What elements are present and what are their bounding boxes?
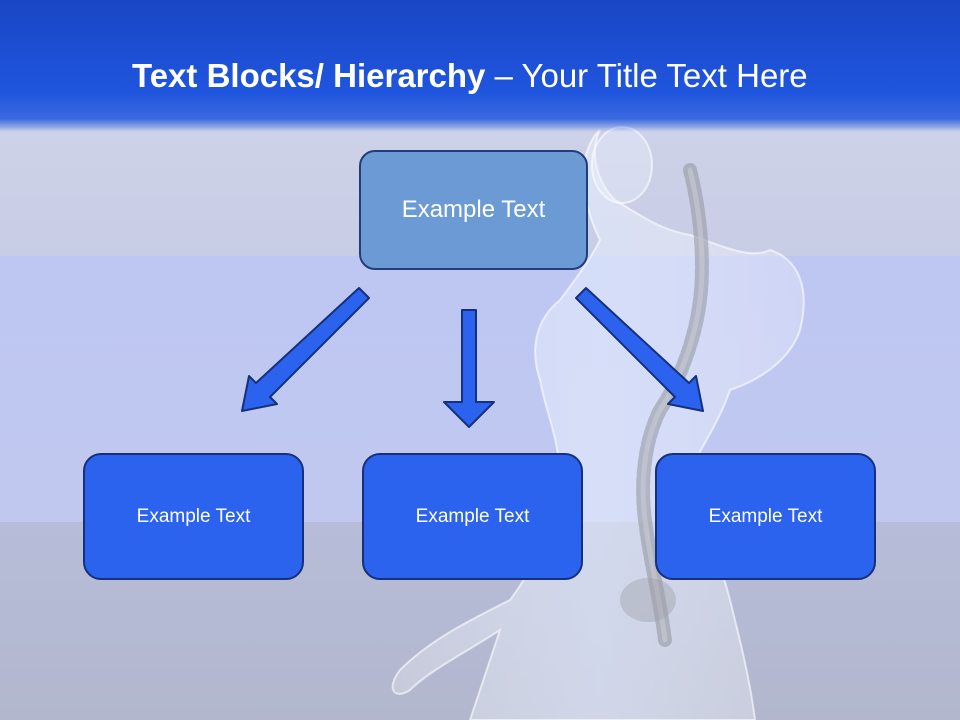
child-text-block-label: Example Text xyxy=(415,505,530,527)
child-text-block-right: Example Text xyxy=(655,453,876,580)
top-text-block-label: Example Text xyxy=(401,196,546,223)
child-text-block-label: Example Text xyxy=(136,505,251,527)
arrow-center xyxy=(443,309,495,428)
child-text-block-center: Example Text xyxy=(362,453,583,580)
arrow-right xyxy=(575,287,704,412)
title-bold-part: Text Blocks/ Hierarchy xyxy=(132,57,486,94)
slide-title: Text Blocks/ Hierarchy – Your Title Text… xyxy=(132,56,808,96)
title-rest: Your Title Text Here xyxy=(521,57,808,94)
child-text-block-label: Example Text xyxy=(708,505,823,527)
title-bar: Text Blocks/ Hierarchy – Your Title Text… xyxy=(0,0,960,132)
top-text-block: Example Text xyxy=(359,150,588,270)
arrow-left xyxy=(241,287,370,412)
title-dash: – xyxy=(485,57,522,94)
child-text-block-left: Example Text xyxy=(83,453,304,580)
